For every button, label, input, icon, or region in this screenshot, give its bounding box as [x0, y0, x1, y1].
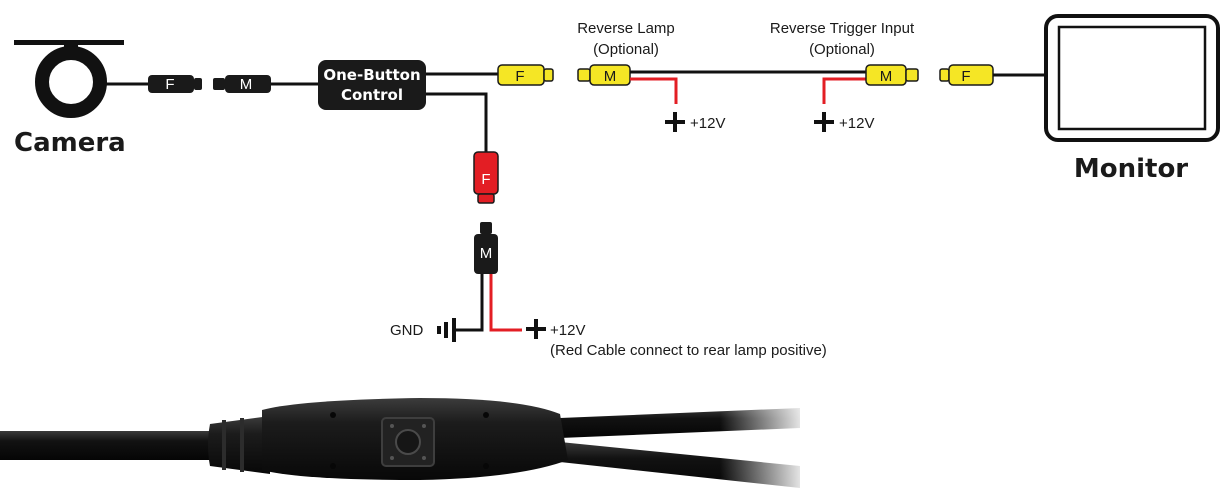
yellow-m-connector-2: M: [865, 64, 919, 86]
ground-icon: [437, 318, 456, 342]
svg-text:Control: Control: [341, 86, 403, 104]
monitor-label: Monitor: [1074, 154, 1188, 184]
power-output-cable: [426, 92, 488, 152]
reverse-trigger-label: Reverse Trigger Input: [770, 20, 915, 37]
plus-icon: [665, 112, 685, 132]
svg-text:One-Button: One-Button: [323, 66, 420, 84]
yellow-m-connector-1: M: [577, 64, 631, 86]
control-box-photo: [0, 395, 810, 495]
reverse-trigger-optional: (Optional): [809, 41, 875, 58]
svg-text:F: F: [165, 76, 174, 93]
plus12v-trigger-label: +12V: [839, 115, 874, 132]
plus12v-power-label: +12V: [550, 322, 585, 339]
reverse-lamp-label: Reverse Lamp: [577, 20, 675, 37]
black-m-connector: M: [474, 222, 498, 274]
one-button-control-box: One-Button Control: [318, 60, 426, 110]
monitor-icon: [1044, 14, 1220, 142]
svg-text:F: F: [515, 68, 524, 85]
gnd-wire: [455, 274, 484, 332]
red-f-connector: F: [473, 151, 499, 204]
plus-icon: [526, 319, 546, 339]
camera-m-connector: M: [213, 75, 271, 93]
reverse-trigger-red-wire: [822, 77, 866, 104]
yellow-f-connector-2: F: [939, 64, 994, 86]
plus12v-lamp-label: +12V: [690, 115, 725, 132]
svg-text:M: M: [240, 76, 253, 93]
reverse-lamp-optional: (Optional): [593, 41, 659, 58]
camera-f-connector: F: [148, 75, 202, 93]
yellow-f-connector-1: F: [497, 64, 554, 86]
svg-text:M: M: [880, 68, 893, 85]
svg-text:M: M: [480, 245, 493, 262]
svg-text:F: F: [961, 68, 970, 85]
reverse-lamp-red-wire: [630, 77, 678, 104]
plus-icon: [814, 112, 834, 132]
camera-icon: [14, 40, 124, 118]
power-note: (Red Cable connect to rear lamp positive…: [550, 342, 827, 359]
gnd-label: GND: [390, 322, 424, 339]
svg-text:M: M: [604, 68, 617, 85]
power-red-wire: [489, 274, 522, 332]
svg-text:F: F: [481, 171, 490, 188]
camera-label: Camera: [14, 128, 126, 158]
